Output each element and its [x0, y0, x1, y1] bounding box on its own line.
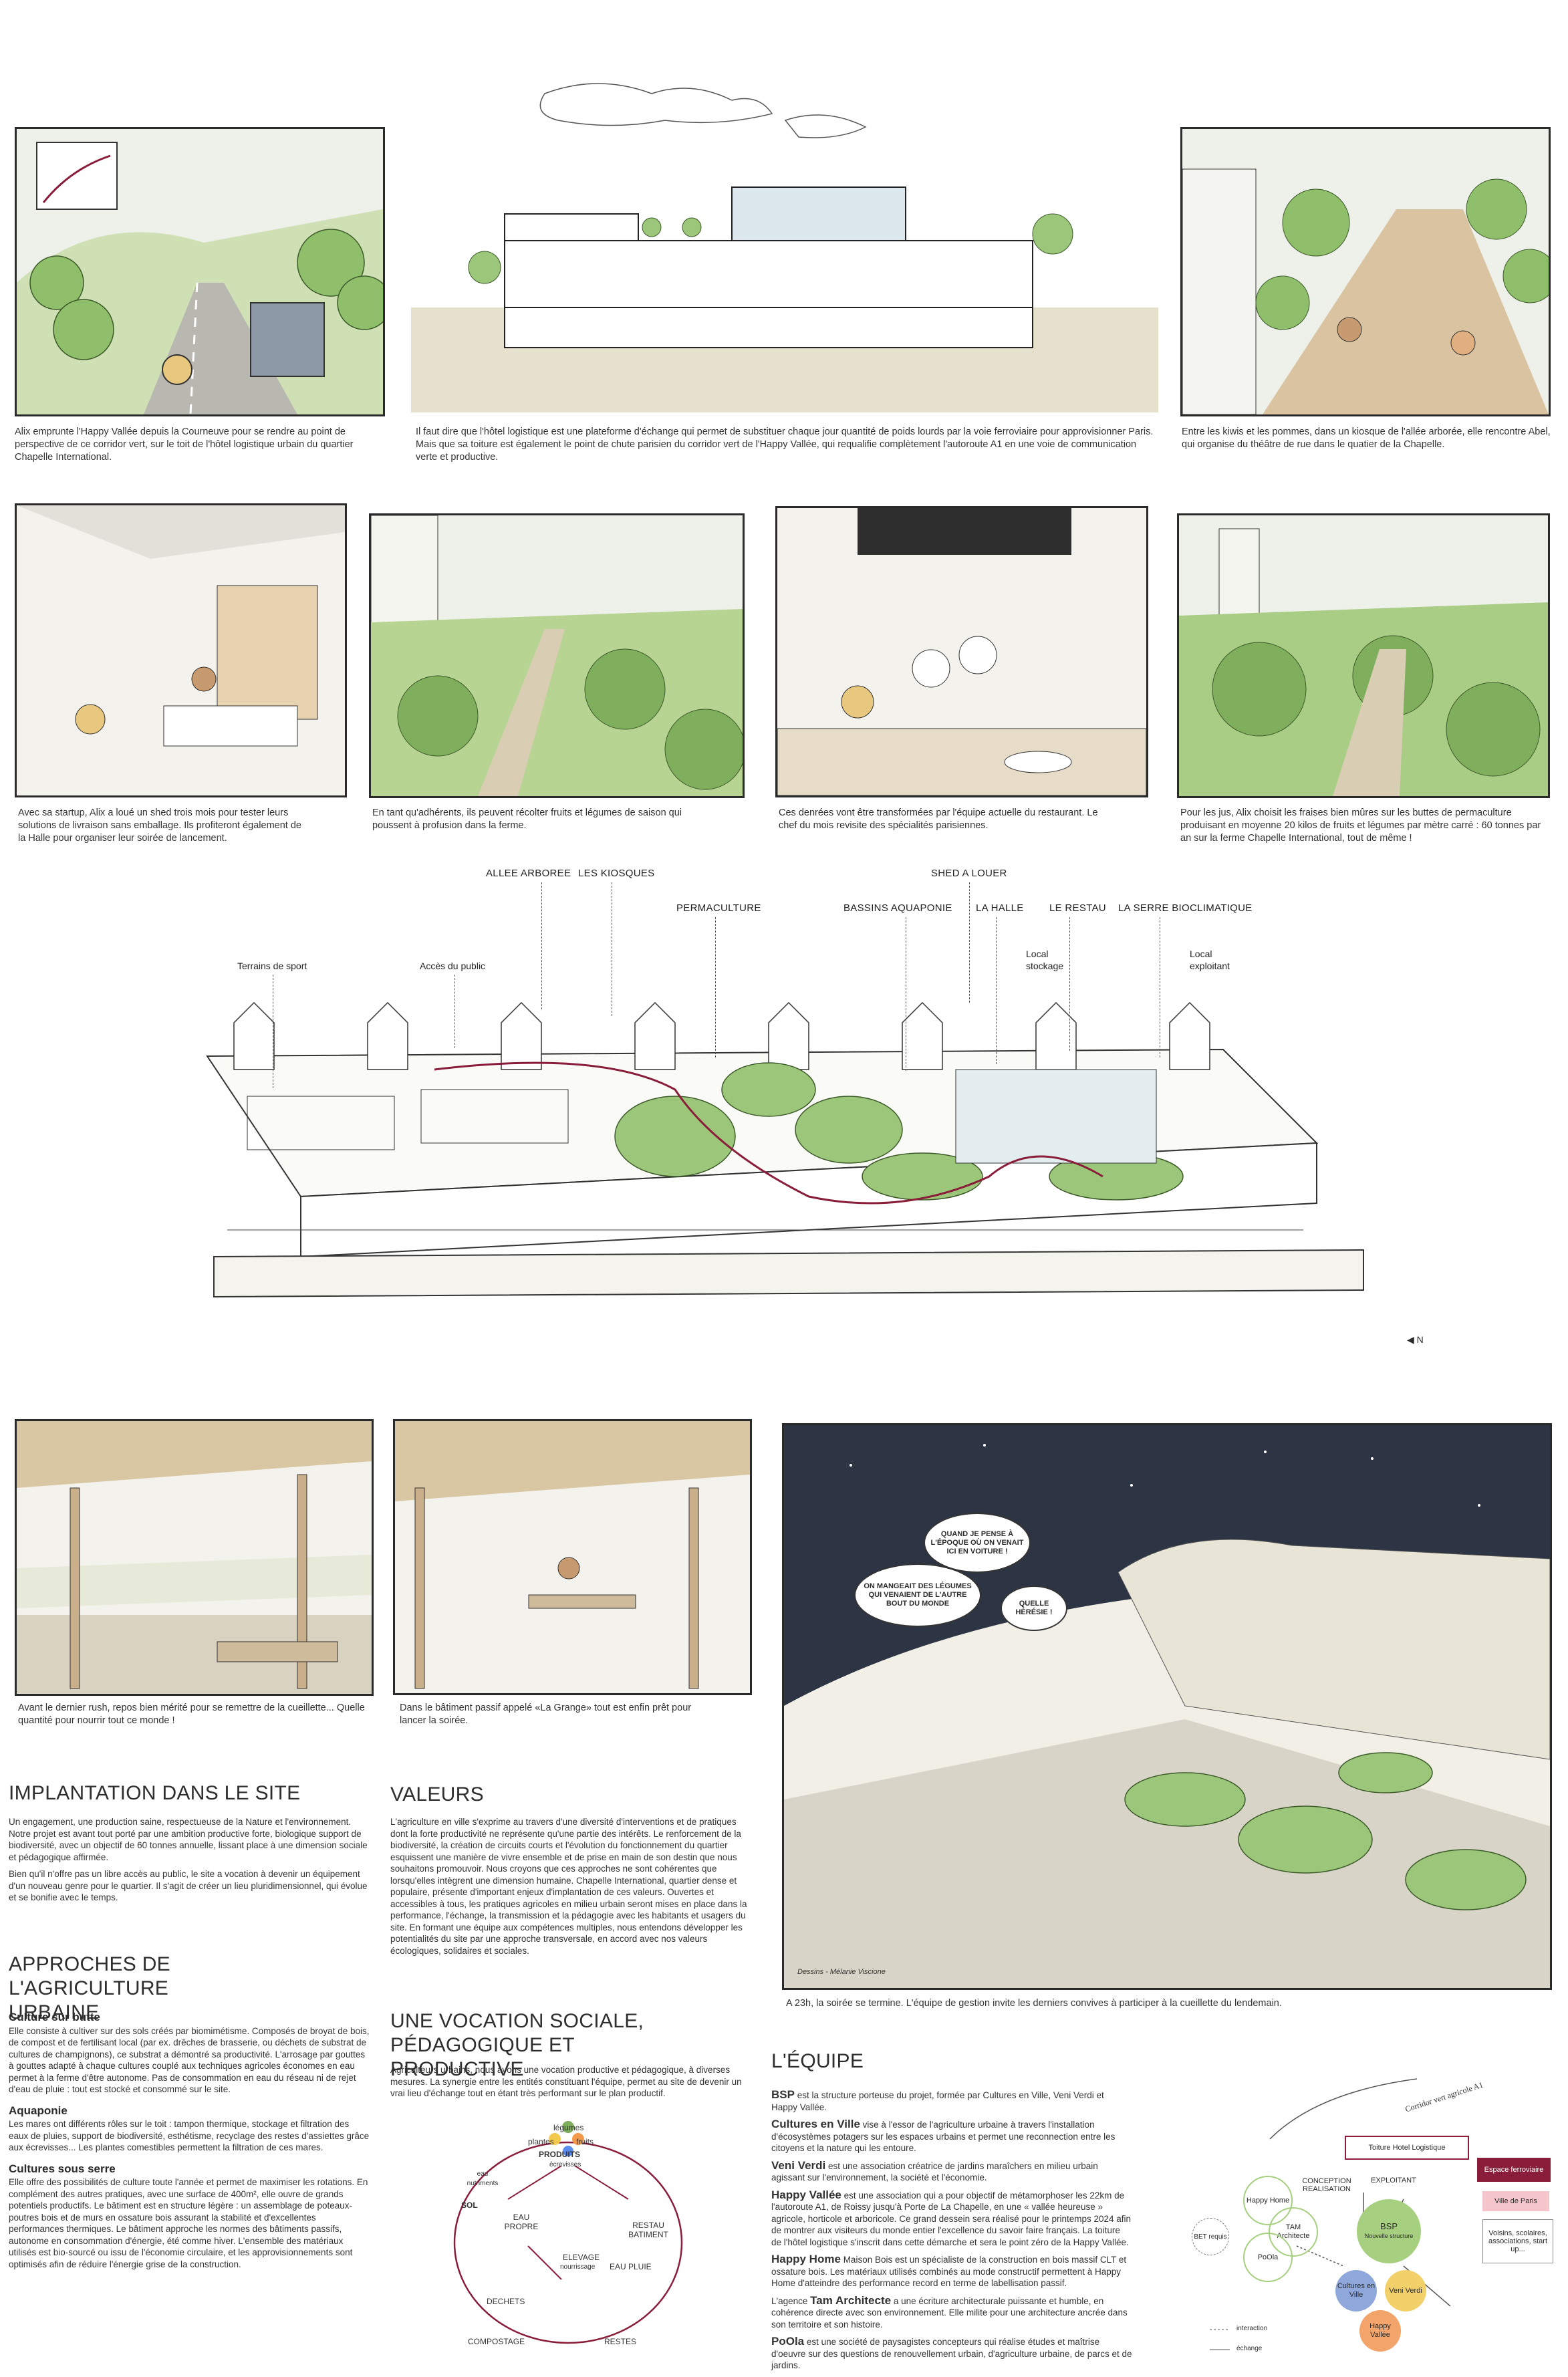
- diagram-node-tam: TAM Architecte: [1269, 2207, 1318, 2257]
- comic-panel-orchard-walkway: [1180, 127, 1551, 416]
- label-terrains-de-sport: Terrains de sport: [237, 961, 307, 971]
- text-approches: Culture sur butte Elle consiste à cultiv…: [9, 2011, 370, 2269]
- caption-8: Avant le dernier rush, repos bien mérité…: [18, 1703, 365, 1726]
- comic-panel-night-view: [782, 1423, 1552, 1990]
- diagram-ville-de-paris: Ville de Paris: [1482, 2191, 1549, 2211]
- leader-permaculture: [715, 917, 716, 1057]
- diagram-node-happy-home: Happy Home: [1243, 2176, 1293, 2225]
- cycle-compostage: COMPOSTAGE: [468, 2337, 525, 2346]
- caption-7: Pour les jus, Alix choisit les fraises b…: [1180, 807, 1541, 844]
- heading-valeurs: VALEURS: [390, 1783, 484, 1805]
- diagram-voisins: Voisins, scolaires, associations, start …: [1482, 2219, 1553, 2263]
- production-cycle-diagram: [453, 2121, 683, 2344]
- heading-equipe: L'ÉQUIPE: [771, 2050, 864, 2072]
- heading-approches: APPROCHES DE L'AGRICULTURE URBAINE: [9, 1953, 170, 2023]
- caption-4: Avec sa startup, Alix a loué un shed tro…: [18, 807, 301, 844]
- cycle-sol: SOL: [461, 2201, 478, 2210]
- cycle-restau-batiment: RESTAU BATIMENT: [628, 2221, 668, 2239]
- caption-9: Dans le bâtiment passif appelé «La Grang…: [400, 1703, 692, 1726]
- comic-panel-shed-startup: [15, 503, 347, 797]
- cycle-dechets: DECHETS: [487, 2297, 525, 2306]
- diagram-node-bet: BET requis: [1192, 2218, 1229, 2255]
- comic-panel-rest-pergola: [15, 1419, 374, 1696]
- diagram-legend-echange: échange: [1236, 2345, 1263, 2352]
- section-drawing-logistics-hotel: [411, 67, 1158, 412]
- drawing-credit: Dessins - Mélanie Viscione: [797, 1968, 886, 1976]
- cycle-eau-nutriments: eau nutriments: [467, 2170, 499, 2187]
- axonometric-plan-drawing: [206, 1001, 1364, 1298]
- heading-implantation: IMPLANTATION DANS LE SITE: [9, 1782, 301, 1804]
- comic-panel-harvest-rows: [369, 513, 745, 798]
- comic-panel-highway: [15, 127, 385, 416]
- diagram-node-happy-vallee: Happy Vallée: [1359, 2310, 1401, 2352]
- diagram-toiture-box: Toiture Hotel Logistique: [1345, 2136, 1469, 2160]
- comic-panel-la-grange: [393, 1419, 752, 1695]
- caption-5: En tant qu'adhérents, ils peuvent récolt…: [372, 807, 682, 831]
- diagram-node-cultures-en-ville: Cultures en Ville: [1335, 2270, 1377, 2311]
- speech-bubble-2: ON MANGEAIT DES LÉGUMES QUI VENAIENT DE …: [854, 1563, 981, 1627]
- caption-10: A 23h, la soirée se termine. L'équipe de…: [786, 1998, 1282, 2009]
- label-acces-du-public: Accès du public: [420, 961, 486, 971]
- comic-panel-permaculture-mounds: [1177, 513, 1550, 798]
- label-les-kiosques: LES KIOSQUES: [578, 868, 655, 879]
- speech-bubble-3: QUELLE HÉRÉSIE !: [1001, 1586, 1067, 1631]
- cycle-fruits: fruits: [576, 2137, 594, 2146]
- cycle-produits: PRODUITS: [539, 2150, 581, 2159]
- label-allee-arboree: ALLEE ARBOREE: [486, 868, 571, 879]
- cycle-ecrevisses: écrevisses: [549, 2161, 581, 2168]
- north-arrow: ◀ N: [1407, 1334, 1424, 1345]
- cycle-restes: RESTES: [604, 2337, 637, 2346]
- diagram-node-poola: PoOla: [1243, 2233, 1293, 2282]
- diagram-espace-ferroviaire: Espace ferroviaire: [1477, 2158, 1551, 2182]
- leader-shed: [969, 882, 970, 1003]
- label-le-restau: LE RESTAU: [1049, 902, 1106, 914]
- cycle-plantes: plantes: [528, 2137, 554, 2146]
- leader-halle: [996, 917, 997, 1064]
- cycle-eau-pluie: EAU PLUIE: [610, 2262, 652, 2271]
- caption-3: Entre les kiwis et les pommes, dans un k…: [1182, 426, 1551, 450]
- label-shed-a-louer: SHED A LOUER: [931, 868, 1007, 879]
- leader-acces: [454, 975, 455, 1048]
- label-local-exploitant: Local exploitant: [1190, 949, 1230, 971]
- text-vocation: Agriculteurs urbains, nous avons une voc…: [390, 2065, 742, 2098]
- speech-bubble-1: QUAND JE PENSE À L'ÉPOQUE OÙ ON VENAIT I…: [924, 1513, 1031, 1573]
- label-la-halle: LA HALLE: [976, 902, 1024, 914]
- caption-6: Ces denrées vont être transformées par l…: [779, 807, 1098, 831]
- leader-restau: [1069, 917, 1070, 1051]
- caption-2: Il faut dire que l'hôtel logistique est …: [416, 426, 1154, 463]
- text-valeurs: L'agriculture en ville s'exprime au trav…: [390, 1817, 747, 1956]
- caption-1: Alix emprunte l'Happy Vallée depuis la C…: [15, 426, 354, 463]
- cycle-legumes: légumes: [553, 2123, 584, 2132]
- diagram-node-veni-verdi: Veni Verdi: [1385, 2270, 1426, 2311]
- label-local-stockage: Local stockage: [1026, 949, 1064, 971]
- diagram-conception: CONCEPTION REALISATION: [1302, 2177, 1351, 2193]
- diagram-exploitant: EXPLOITANT: [1371, 2176, 1416, 2184]
- label-bassins-aquaponie: BASSINS AQUAPONIE: [843, 902, 952, 914]
- diagram-legend-interaction: interaction: [1236, 2325, 1268, 2332]
- text-implantation: Un engagement, une production saine, res…: [9, 1817, 368, 1902]
- cycle-nourrissage: nourrissage: [560, 2263, 596, 2271]
- comic-panel-restaurant-kitchen: [775, 506, 1148, 797]
- cycle-eau-propre: EAU PROPRE: [504, 2213, 539, 2231]
- cycle-elevage: ELEVAGE: [563, 2253, 600, 2262]
- heading-vocation: UNE VOCATION SOCIALE, PÉDAGOGIQUE ET PRO…: [390, 2010, 644, 2080]
- leader-allee: [541, 882, 542, 1009]
- label-permaculture: PERMACULTURE: [676, 902, 761, 914]
- label-la-serre-bioclimatique: LA SERRE BIOCLIMATIQUE: [1118, 902, 1253, 914]
- text-equipe: BSP est la structure porteuse du projet,…: [771, 2088, 1132, 2370]
